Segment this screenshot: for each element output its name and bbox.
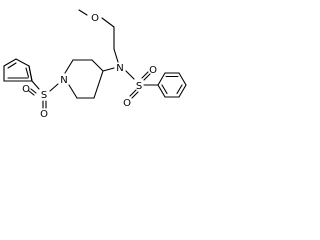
atom-o-left-top: O — [22, 84, 30, 95]
left-ring-inner-1 — [7, 62, 17, 69]
bond-methyl-o — [78, 9, 88, 16]
right-phenyl-ring — [143, 72, 187, 98]
bond-s-o-bottom-b — [131, 91, 139, 99]
bond-sl-o-top-b — [28, 90, 35, 96]
bond-ch2-n — [113, 48, 119, 63]
right-sulfonyl-oxygens — [129, 71, 151, 99]
pip-c5-c4 — [93, 70, 104, 99]
right-ring-outline — [157, 72, 187, 98]
right-ring-inner-3 — [161, 84, 168, 95]
bond-s-o-top-a — [141, 71, 149, 79]
left-ring-inner-3 — [25, 67, 30, 78]
left-ring-c1-c2 — [28, 65, 33, 82]
left-sulfonyl-oxygens — [28, 88, 47, 109]
methoxyethyl-chain — [78, 9, 119, 63]
atom-o-right-top: O — [149, 65, 157, 76]
bond-n-s-left — [49, 83, 59, 92]
pip-c4-c3 — [91, 59, 104, 72]
left-phenyl-ring — [3, 58, 40, 90]
pip-c2-n — [64, 59, 74, 74]
bond-s-o-bottom-a — [129, 89, 137, 97]
bond-s-o-top-b — [143, 73, 151, 81]
pip-n-c6 — [68, 84, 78, 99]
atom-o-left-bottom: O — [40, 109, 48, 120]
atom-s-right: S — [136, 81, 142, 92]
piperidine-ring — [64, 59, 104, 99]
bond-sl-o-top-a — [30, 88, 37, 94]
atom-n-amine: N — [116, 63, 123, 74]
atom-s-left: S — [41, 90, 47, 101]
bond-n-s-right — [125, 70, 135, 80]
bond-o-ch2 — [101, 17, 115, 28]
bond-sl-ring — [31, 80, 40, 90]
atom-o-right-bottom: O — [123, 98, 131, 109]
atom-o-methoxy: O — [91, 13, 99, 24]
bond-n-c4 — [102, 67, 115, 72]
right-ring-inner-2 — [176, 84, 183, 95]
chemical-structure: O N S O O N S O O — [3, 9, 187, 120]
atom-n-piperidine: N — [60, 75, 67, 86]
